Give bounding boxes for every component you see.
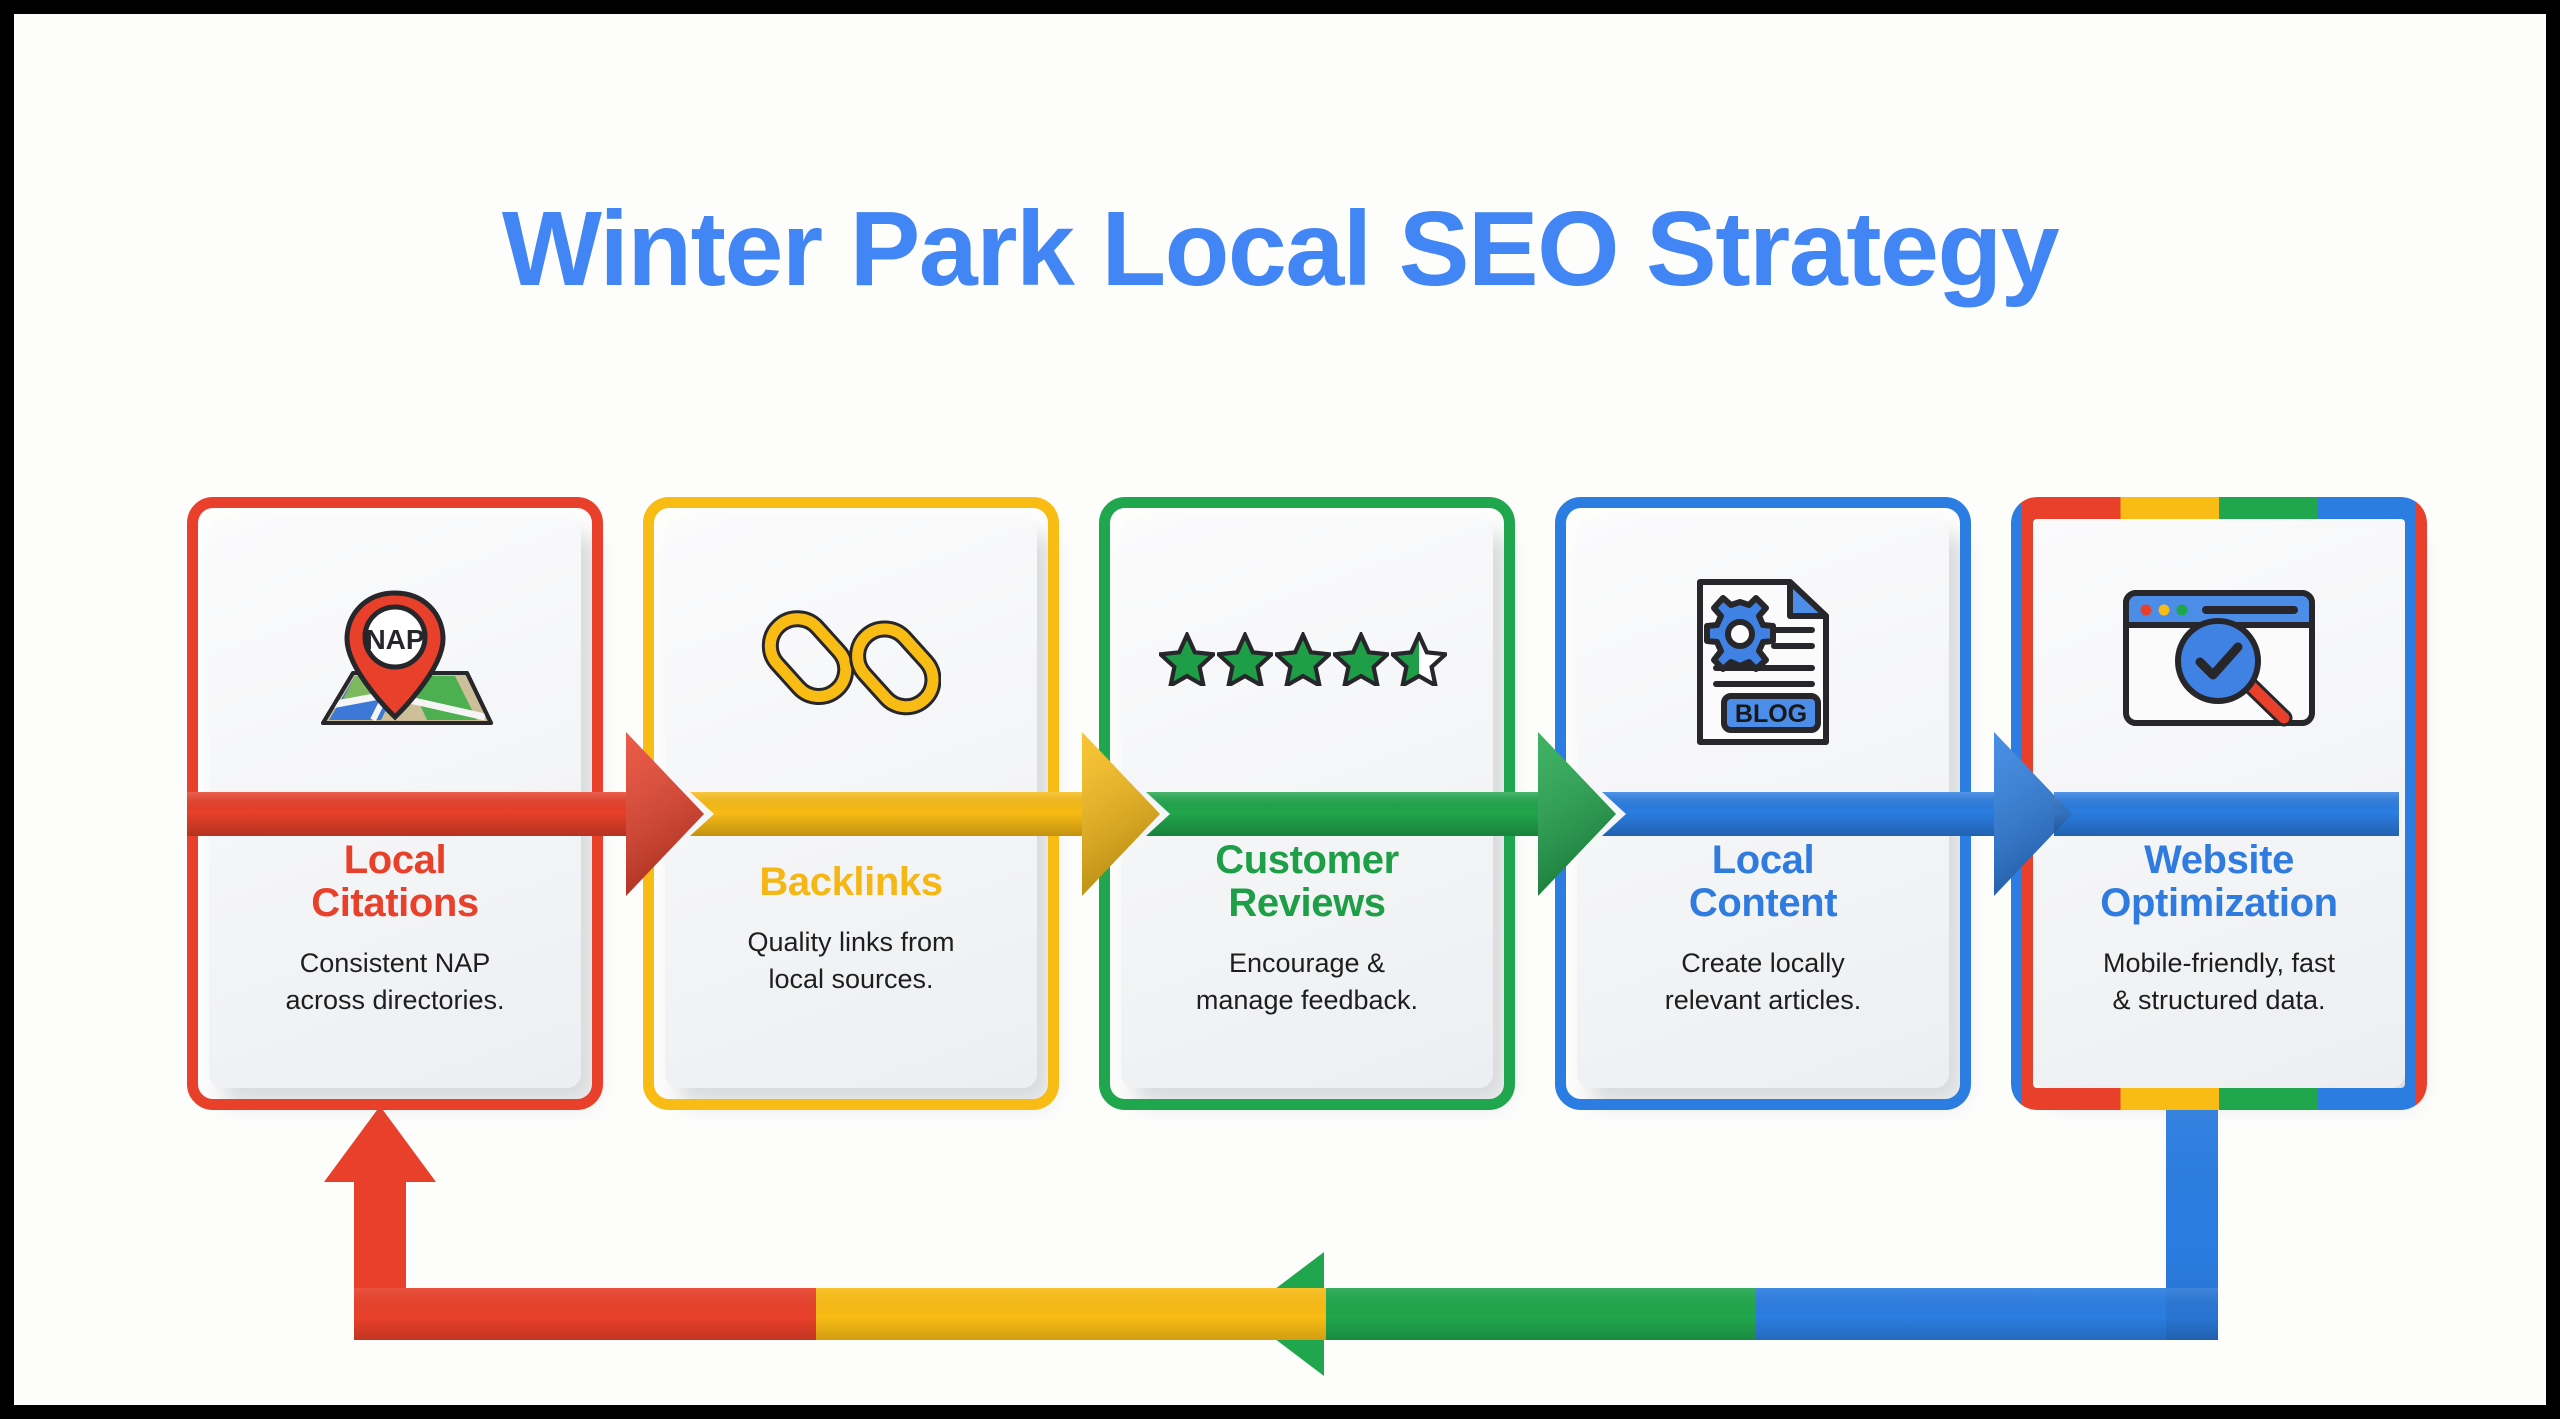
card-surface: BLOG Local Content Create locally releva… (1577, 519, 1949, 1088)
browser-magnifier-check-icon (2033, 567, 2405, 757)
infographic-canvas: Winter Park Local SEO Strategy (14, 14, 2546, 1405)
card-desc-line1: Consistent NAP (299, 948, 491, 979)
card-title-line2: Optimization (2100, 881, 2338, 926)
card-desc-line1: Quality links from (747, 927, 955, 958)
blog-label: BLOG (1735, 700, 1807, 728)
card-title-line2: Citations (311, 881, 479, 926)
card-desc-line1: Mobile-friendly, fast (2102, 948, 2336, 979)
card-title-line1: Backlinks (759, 860, 943, 904)
card-title-line2: Reviews (1228, 881, 1386, 926)
card-desc-line2: manage feedback. (1195, 984, 1419, 1015)
card-title: Customer Reviews (1131, 838, 1483, 926)
steps-row: NAP Local Citations Consistent NAP acros… (14, 14, 2546, 1405)
card-desc-line2: across directories. (285, 984, 505, 1015)
card-surface: NAP Local Citations Consistent NAP acros… (209, 519, 581, 1088)
page-title: Winter Park Local SEO Strategy (501, 190, 2060, 308)
card-text-block: Backlinks Quality links from local sourc… (665, 839, 1037, 997)
card-title-line1: Local (343, 838, 447, 882)
card-title: Website Optimization (2043, 838, 2395, 926)
nap-label: NAP (365, 624, 424, 655)
card-desc-line1: Create locally (1681, 948, 1845, 979)
card-description: Mobile-friendly, fast & structured data. (2043, 945, 2395, 1018)
card-text-block: Customer Reviews Encourage & manage feed… (1121, 838, 1493, 1018)
card-title-line2: Content (1688, 881, 1838, 926)
card-title-line1: Website (2144, 838, 2294, 882)
card-text-block: Website Optimization Mobile-friendly, fa… (2033, 838, 2405, 1018)
card-description: Create locally relevant articles. (1587, 945, 1939, 1018)
chain-link-icon (665, 567, 1037, 757)
star-rating-icon (1121, 567, 1493, 757)
card-surface: Website Optimization Mobile-friendly, fa… (2033, 519, 2405, 1088)
card-text-block: Local Content Create locally relevant ar… (1577, 838, 1949, 1018)
map-pin-nap-icon: NAP (209, 567, 581, 757)
card-title-line1: Local (1711, 838, 1815, 882)
card-text-block: Local Citations Consistent NAP across di… (209, 838, 581, 1018)
step-card-backlinks[interactable]: Backlinks Quality links from local sourc… (643, 497, 1059, 1110)
card-desc-line2: local sources. (768, 963, 934, 994)
card-title-line1: Customer (1215, 838, 1399, 882)
card-description: Encourage & manage feedback. (1131, 945, 1483, 1018)
card-title: Local Content (1587, 838, 1939, 926)
card-description: Consistent NAP across directories. (219, 945, 571, 1018)
card-title: Local Citations (219, 838, 571, 926)
card-title: Backlinks (675, 839, 1027, 904)
card-desc-line2: relevant articles. (1664, 984, 1862, 1015)
step-card-website-optimization[interactable]: Website Optimization Mobile-friendly, fa… (2011, 497, 2427, 1110)
card-surface: Customer Reviews Encourage & manage feed… (1121, 519, 1493, 1088)
card-description: Quality links from local sources. (675, 924, 1027, 997)
card-surface: Backlinks Quality links from local sourc… (665, 519, 1037, 1088)
card-desc-line2: & structured data. (2112, 984, 2326, 1015)
card-desc-line1: Encourage & (1228, 948, 1386, 979)
step-card-local-citations[interactable]: NAP Local Citations Consistent NAP acros… (187, 497, 603, 1110)
blog-document-gear-icon: BLOG (1577, 567, 1949, 757)
step-card-customer-reviews[interactable]: Customer Reviews Encourage & manage feed… (1099, 497, 1515, 1110)
step-card-local-content[interactable]: BLOG Local Content Create locally releva… (1555, 497, 1971, 1110)
